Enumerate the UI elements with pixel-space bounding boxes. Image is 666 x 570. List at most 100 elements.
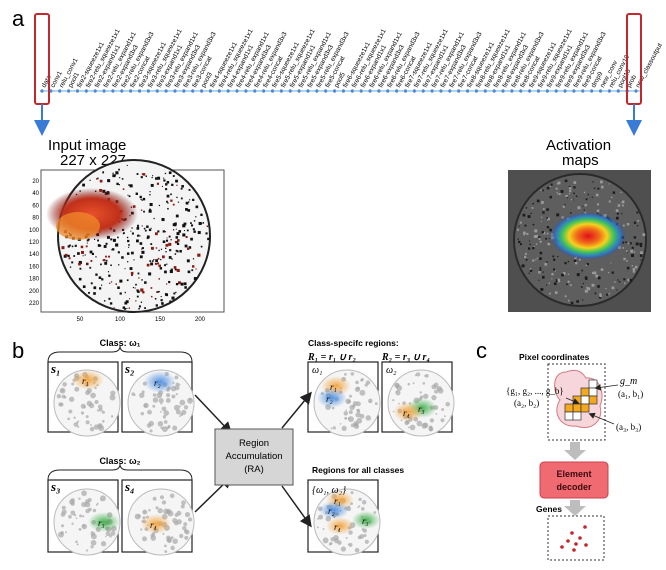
activation-speckle-dot (581, 269, 584, 272)
speckle-dot (206, 225, 209, 228)
all-r3: r₃ (362, 516, 369, 526)
activation-speckle-dot (568, 185, 571, 188)
activation-speckle-dot (517, 238, 519, 240)
speckle-dot (121, 178, 124, 180)
activation-speckle-dot (621, 200, 625, 204)
activation-speckle-dot (586, 286, 589, 289)
specific-w1-tag: ω₁ (312, 365, 323, 376)
activation-speckle-dot (557, 255, 559, 258)
speckle-dot (119, 279, 123, 283)
activation-speckle-dot (553, 258, 556, 261)
cell-speckle (143, 510, 146, 513)
speckle-dot (189, 199, 191, 201)
activation-speckle-dot (595, 274, 599, 278)
activation-speckle-dot (564, 262, 567, 265)
activation-speckle-dot (575, 261, 578, 265)
cell-speckle (152, 404, 156, 408)
cell-speckle (348, 542, 353, 547)
y-tick-label: 140 (29, 252, 40, 258)
activation-speckle-dot (551, 278, 553, 280)
speckle-dot (166, 194, 170, 198)
activation-speckle-dot (558, 193, 561, 196)
cell-speckle (440, 418, 445, 423)
activation-speckle-dot (540, 201, 544, 204)
activation-speckle-dot (623, 282, 626, 285)
speckle-dot (118, 184, 120, 186)
a2b2-pointer (565, 397, 580, 405)
cell-speckle (423, 393, 429, 399)
speckle-dot (197, 231, 201, 235)
cell-speckle (85, 415, 89, 419)
speckle-dot (91, 252, 94, 256)
pixel-cell (564, 403, 574, 413)
activation-speckle-dot (553, 268, 556, 271)
panel-b-letter: b (12, 338, 24, 363)
activation-speckle-dot (535, 243, 538, 245)
activation-title-2: maps (562, 152, 599, 169)
speckle-dot (152, 260, 154, 262)
y-tick-label: 220 (29, 301, 40, 307)
speckle-dot (93, 292, 96, 295)
activation-speckle-dot (571, 198, 573, 201)
speckle-dot (161, 255, 165, 259)
cell-speckle (147, 409, 152, 415)
activation-speckle-dot (549, 195, 553, 199)
speckle-dot (166, 263, 168, 265)
cell-speckle (75, 517, 78, 520)
cell-speckle (363, 533, 367, 538)
ra-line-3: (RA) (244, 464, 264, 475)
activation-speckle-dot (518, 240, 521, 244)
activation-speckle-dot (542, 189, 544, 192)
cell-speckle (100, 495, 106, 502)
cell-speckle (414, 374, 417, 377)
speckle-dot (110, 264, 112, 267)
speckle-dot (137, 290, 140, 293)
a1b1-label: (a₁, b₁) (618, 389, 643, 399)
speckle-dot (169, 249, 172, 252)
cell-speckle (174, 375, 179, 380)
cell-speckle (340, 546, 346, 552)
speckle-dot (67, 245, 70, 248)
speckle-dot (154, 232, 158, 236)
cell-speckle (431, 395, 437, 401)
pixel-cell (572, 411, 582, 421)
speckle-dot (95, 273, 98, 276)
speckle-dot (192, 228, 195, 231)
speckle-dot (188, 201, 190, 203)
activation-speckle-dot (539, 251, 543, 255)
speckle-dot (128, 244, 130, 246)
speckle-dot (166, 237, 168, 239)
activation-speckle-dot (535, 259, 537, 261)
s2-region-blob (144, 371, 176, 393)
activation-speckle-dot (564, 179, 568, 183)
speckle-dot (177, 239, 180, 242)
speckle-dot (163, 179, 166, 182)
speckle-dot (166, 283, 168, 285)
cell-speckle (395, 390, 398, 393)
speckle-dot (148, 209, 152, 213)
activation-speckle-dot (570, 212, 572, 214)
speckle-dot (126, 307, 128, 309)
activation-speckle-dot (591, 196, 593, 198)
cell-speckle (58, 402, 63, 407)
cell-speckle (344, 373, 347, 376)
activation-speckle-dot (593, 187, 596, 189)
cell-speckle (68, 514, 72, 519)
cell-speckle (429, 418, 435, 423)
speckle-dot (103, 245, 107, 248)
cell-speckle (180, 504, 185, 509)
activation-speckle-dot (538, 236, 541, 239)
all-blue-blob (319, 501, 349, 519)
cell-speckle (81, 523, 88, 530)
activation-speckle-dot (538, 271, 541, 274)
cell-speckle (435, 412, 438, 415)
cell-speckle (175, 409, 181, 415)
speckle-dot (155, 259, 158, 262)
activation-speckle-dot (544, 263, 548, 266)
activation-speckle-dot (599, 294, 602, 298)
activation-speckle-dot (560, 189, 564, 193)
speckle-dot (175, 291, 177, 294)
activation-speckle-dot (636, 225, 639, 227)
layer-label: new_classoutput (635, 42, 664, 89)
cell-speckle (74, 386, 80, 392)
